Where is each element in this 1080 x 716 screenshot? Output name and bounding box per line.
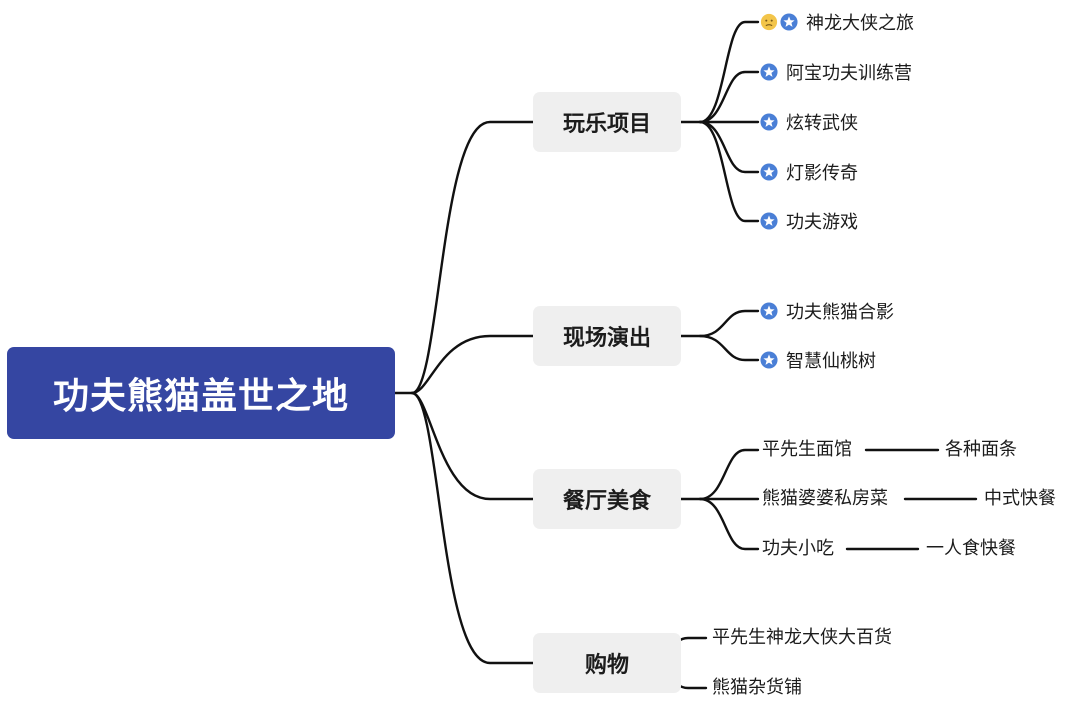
leaf-node[interactable]: 熊猫杂货铺 xyxy=(712,677,802,698)
leaf-node[interactable]: 熊猫婆婆私房菜 xyxy=(762,488,888,509)
category-label: 玩乐项目 xyxy=(562,112,651,137)
connector-root-cat3 xyxy=(410,391,535,665)
category-label: 购物 xyxy=(584,653,629,678)
leaf-label: 灯影传奇 xyxy=(786,163,858,184)
leaf-label: 阿宝功夫训练营 xyxy=(786,63,912,84)
star-badge-icon xyxy=(760,163,778,181)
leaf-node[interactable]: 灯影传奇 xyxy=(760,159,858,185)
connector-root-cat0 xyxy=(393,120,535,395)
star-badge-icon xyxy=(760,113,778,131)
category-node-dining[interactable]: 餐厅美食 xyxy=(533,469,681,529)
leaf-node[interactable]: 智慧仙桃树 xyxy=(760,347,876,373)
face-emoji-icon xyxy=(760,13,778,31)
root-title: 功夫熊猫盖世之地 xyxy=(52,376,349,417)
leaf-label: 炫转武侠 xyxy=(786,113,858,134)
root-node[interactable]: 功夫熊猫盖世之地 xyxy=(7,347,395,439)
connector-cat2-item2 xyxy=(698,497,760,551)
leaf-node[interactable]: 功夫小吃 xyxy=(762,538,834,559)
star-badge-icon xyxy=(760,302,778,320)
connector-cat0-item4 xyxy=(698,120,760,223)
category-node-shopping[interactable]: 购物 xyxy=(533,633,681,693)
leaf-label: 神龙大侠之旅 xyxy=(806,13,914,34)
leaf-node[interactable]: 功夫游戏 xyxy=(760,208,858,234)
star-badge-icon xyxy=(760,212,778,230)
category-label: 现场演出 xyxy=(562,326,651,351)
leaf-label: 功夫熊猫合影 xyxy=(786,302,894,323)
connector-cat2-item0 xyxy=(679,448,760,501)
leaf-node[interactable]: 平先生神龙大侠大百货 xyxy=(712,627,892,648)
leaf-node[interactable]: 神龙大侠之旅 xyxy=(760,9,914,35)
leaf-label: 功夫游戏 xyxy=(786,212,858,233)
leaf-subnode[interactable]: 各种面条 xyxy=(945,439,1017,460)
category-node-shows[interactable]: 现场演出 xyxy=(533,306,681,366)
leaf-node[interactable]: 阿宝功夫训练营 xyxy=(760,59,912,85)
leaf-label: 智慧仙桃树 xyxy=(786,351,876,372)
connector-cat1-item0 xyxy=(679,309,760,338)
connector-root-cat1 xyxy=(410,334,535,395)
leaf-subnode[interactable]: 一人食快餐 xyxy=(926,538,1016,559)
connector-cat0-item1 xyxy=(698,70,760,124)
leaf-node[interactable]: 功夫熊猫合影 xyxy=(760,298,894,324)
category-label: 餐厅美食 xyxy=(562,489,651,514)
star-badge-icon xyxy=(760,63,778,81)
category-node-play[interactable]: 玩乐项目 xyxy=(533,92,681,152)
leaf-node[interactable]: 炫转武侠 xyxy=(760,109,858,135)
leaf-node[interactable]: 平先生面馆 xyxy=(762,439,852,460)
leaf-subnode[interactable]: 中式快餐 xyxy=(984,488,1056,509)
star-badge-icon xyxy=(780,13,798,31)
connector-cat0-item3 xyxy=(698,120,760,174)
connector-cat1-item1 xyxy=(698,334,760,362)
star-badge-icon xyxy=(760,351,778,369)
